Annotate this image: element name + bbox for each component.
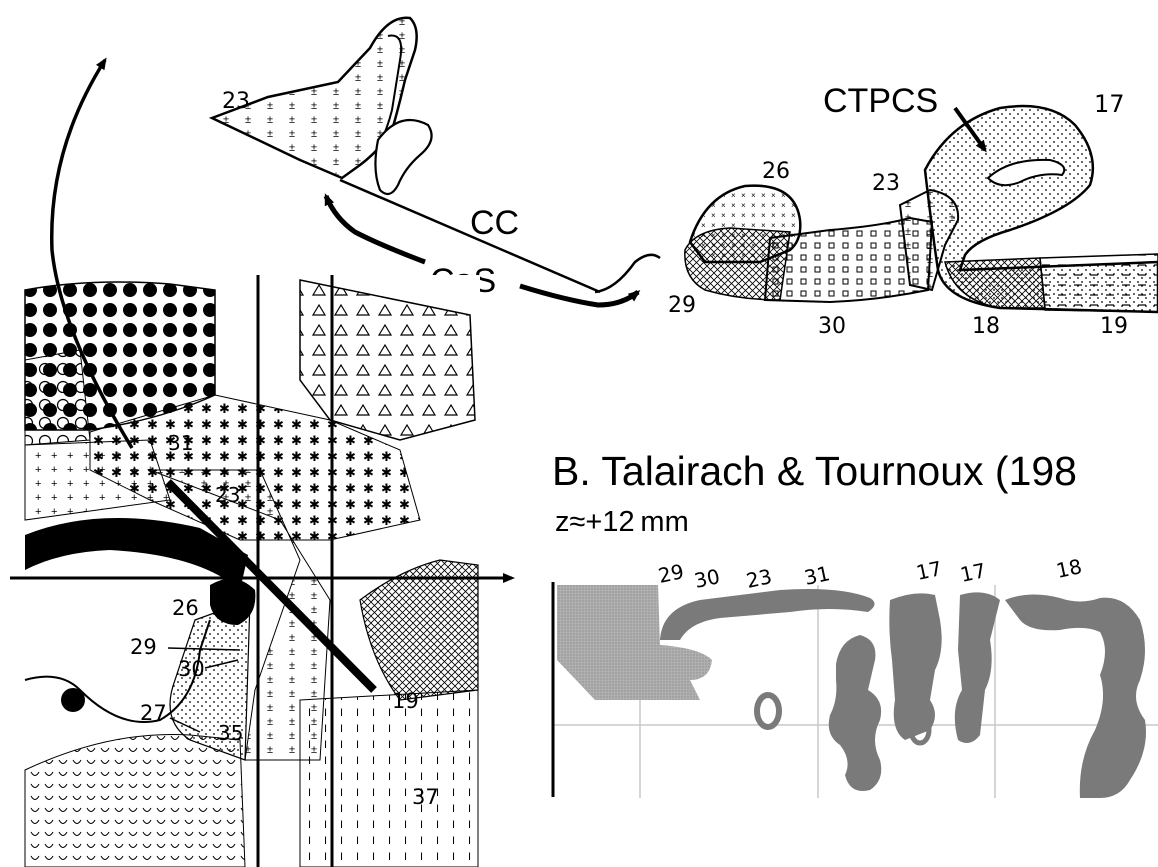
panel-b-label-31: 31 <box>802 561 832 590</box>
label-left-23: 23 <box>215 483 240 507</box>
panel-b-title: B. Talairach & Tournoux (198 <box>552 448 1077 495</box>
cortex-folds-left <box>829 635 882 791</box>
label-top-29: 29 <box>668 293 696 318</box>
panel-b-subtitle: z≈+12 mm <box>555 506 689 539</box>
cas-arrow-left <box>326 196 425 262</box>
panel-b-label-23: 23 <box>744 564 774 593</box>
label-top-19: 19 <box>1100 314 1128 339</box>
panel-b-label-29: 29 <box>656 559 686 588</box>
panel-b-label-17b: 17 <box>958 558 988 587</box>
panel-b-label-18: 18 <box>1054 554 1084 583</box>
label-left-19: 19 <box>392 689 419 713</box>
label-top-26: 26 <box>762 159 790 184</box>
label-left-30: 30 <box>178 657 205 681</box>
label-top-30: 30 <box>818 314 846 339</box>
region-area-19 <box>1040 254 1158 312</box>
region-area-18 <box>945 258 1045 308</box>
label-top-23-left: 23 <box>222 89 250 114</box>
panel-b-slice <box>553 582 1158 798</box>
label-left-35: 35 <box>218 721 243 745</box>
region-rings <box>25 350 90 445</box>
stippled-region <box>557 585 712 700</box>
label-cc: CC <box>470 204 519 242</box>
label-left-37: 37 <box>412 785 439 809</box>
sulcus-base-line <box>595 255 660 292</box>
cortex-outer-loop <box>1005 594 1146 798</box>
panel-b-label-30: 30 <box>692 564 722 593</box>
top-section-drawing <box>212 18 1158 312</box>
label-left-26: 26 <box>172 596 199 620</box>
panel-b-label-17a: 17 <box>914 556 944 585</box>
region-I-letters <box>300 690 478 867</box>
cortex-folds-right <box>955 592 1000 743</box>
label-top-23-right: 23 <box>872 171 900 196</box>
cas-arrow-right <box>520 286 638 305</box>
cortex-small-ring-1 <box>757 695 779 727</box>
left-atlas-drawing <box>10 60 512 867</box>
label-left-31: 31 <box>168 431 193 455</box>
label-left-29: 29 <box>130 635 157 659</box>
label-top-17: 17 <box>1094 90 1125 118</box>
cortex-ribbon <box>660 589 875 640</box>
label-ctpcs: CTPCS <box>823 82 938 120</box>
label-top-18: 18 <box>972 314 1000 339</box>
label-left-27: 27 <box>140 701 167 725</box>
